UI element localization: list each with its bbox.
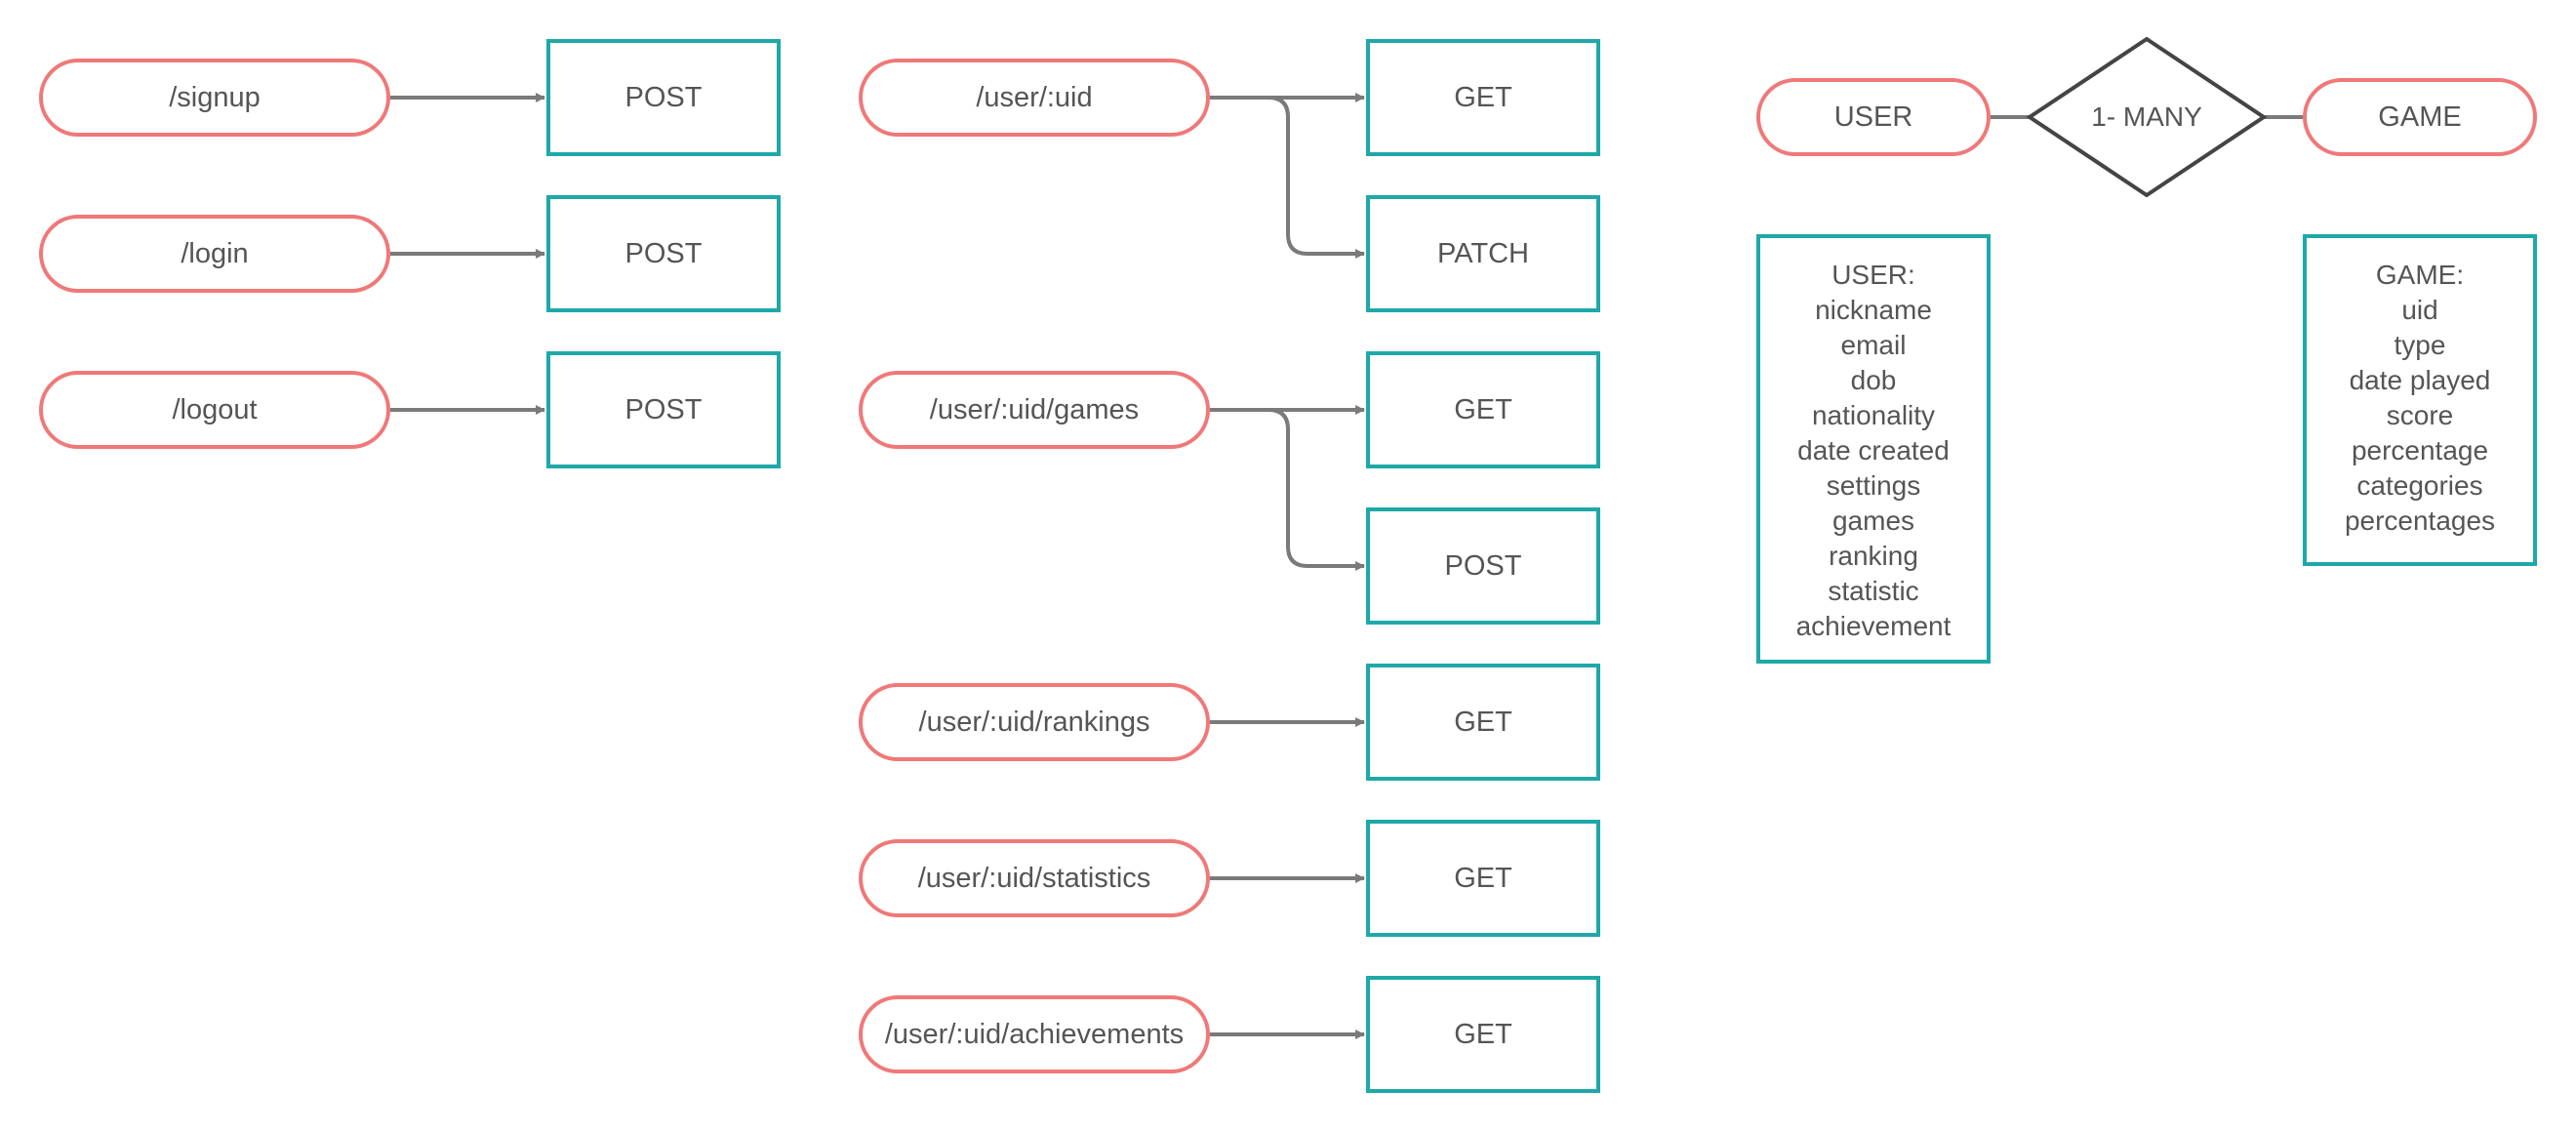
user-attribute: email <box>1840 330 1907 360</box>
user-attributes-box: USER: nickname email dob nationality date cre… <box>1756 234 1991 664</box>
route-logout: /logout <box>39 371 390 449</box>
user-attribute: dob <box>1850 365 1897 395</box>
method-user-rankings-get: GET <box>1366 664 1600 781</box>
game-attribute: date played <box>2349 365 2491 395</box>
connector-user-uid-patch <box>1210 96 1365 259</box>
method-user-uid-get: GET <box>1366 39 1600 156</box>
user-attribute: settings <box>1826 470 1921 501</box>
method-user-games-post: POST <box>1366 507 1600 625</box>
user-attribute: ranking <box>1829 541 1918 571</box>
route-user-uid: /user/:uid <box>859 59 1210 137</box>
game-attributes-box: GAME: uid type date played score percentage ca… <box>2303 234 2537 566</box>
game-attribute: type <box>2394 330 2446 360</box>
relationship-label: 1- MANY <box>2091 101 2202 132</box>
user-attribute: achievement <box>1795 611 1952 641</box>
game-attribute: percentage <box>2351 435 2489 465</box>
game-attribute: score <box>2386 400 2454 430</box>
route-user-rankings: /user/:uid/rankings <box>859 683 1210 761</box>
user-attribute: games <box>1831 505 1915 536</box>
route-user-games: /user/:uid/games <box>859 371 1210 449</box>
method-user-statistics-get: GET <box>1366 820 1600 937</box>
entity-user: USER <box>1756 78 1991 156</box>
method-logout-post: POST <box>546 351 781 468</box>
route-login: /login <box>39 215 390 293</box>
user-attribute: statistic <box>1828 576 1919 606</box>
game-attribute: GAME: <box>2375 260 2465 290</box>
method-user-achievements-get: GET <box>1366 976 1600 1093</box>
user-attribute: date created <box>1797 435 1950 465</box>
route-user-statistics: /user/:uid/statistics <box>859 839 1210 917</box>
game-attribute: categories <box>2356 470 2483 501</box>
game-attribute: percentages <box>2344 505 2496 536</box>
user-attribute: USER: <box>1831 260 1915 290</box>
user-attribute: nationality <box>1811 400 1936 430</box>
entity-game: GAME <box>2303 78 2537 156</box>
method-user-games-get: GET <box>1366 351 1600 468</box>
connector-user-games-post <box>1210 408 1365 571</box>
relationship-diamond <box>2026 36 2268 198</box>
route-signup: /signup <box>39 59 390 137</box>
method-login-post: POST <box>546 195 781 312</box>
method-user-uid-patch: PATCH <box>1366 195 1600 312</box>
method-signup-post: POST <box>546 39 781 156</box>
user-attribute: nickname <box>1815 295 1932 325</box>
route-user-achievements: /user/:uid/achievements <box>859 995 1210 1073</box>
game-attribute: uid <box>2401 295 2438 325</box>
